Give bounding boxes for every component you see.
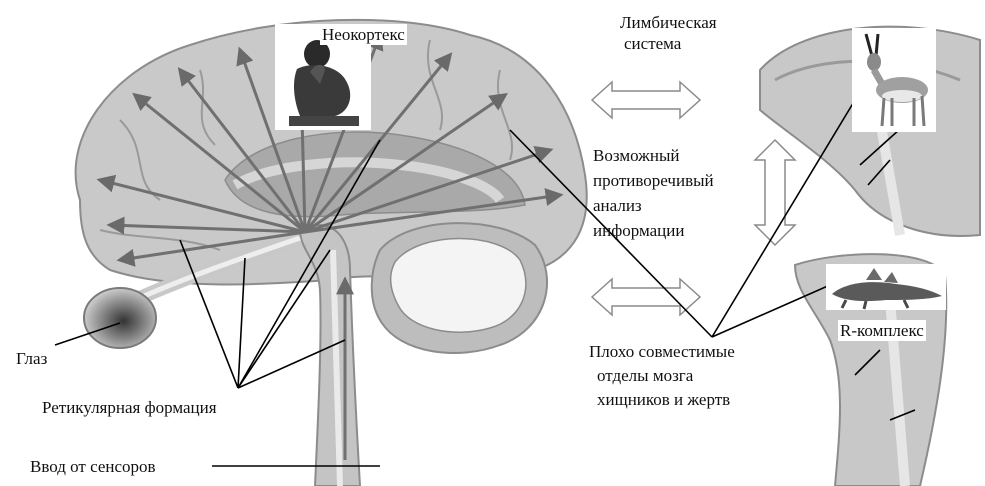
limbic-label-line2: система [624,33,717,54]
neocortex-label: Неокортекс [320,24,407,45]
incompatible-label-line2: отделы мозга [597,364,735,388]
analysis-label-line3: анализ [593,193,714,218]
cerebellum [372,223,547,353]
eye-icon [84,288,156,348]
limbic-label-line1: Лимбическая [620,12,717,33]
reticular-formation-label: Ретикулярная формация [40,397,219,418]
eye-label: Глаз [16,348,47,369]
crocodile-icon [826,264,946,310]
sensor-input-label: Ввод от сенсоров [28,456,158,477]
incompatible-label-line3: хищников и жертв [597,388,735,412]
double-arrow-limbic [592,82,700,118]
conflicting-analysis-label: Возможный противоречивый анализ информац… [593,143,714,243]
antelope-icon [852,28,936,132]
double-arrow-vertical [755,140,795,245]
incompatible-brain-parts-label: Плохо совместимые отделы мозга хищников … [589,340,735,412]
r-complex-label: R-комплекс [838,320,926,341]
analysis-label-line4: информации [593,218,714,243]
analysis-label-line2: противоречивый [593,168,714,193]
incompatible-label-line1: Плохо совместимые [589,340,735,364]
double-arrow-r-complex [592,279,700,315]
analysis-label-line1: Возможный [593,143,714,168]
limbic-system-label: Лимбическая система [620,12,717,54]
